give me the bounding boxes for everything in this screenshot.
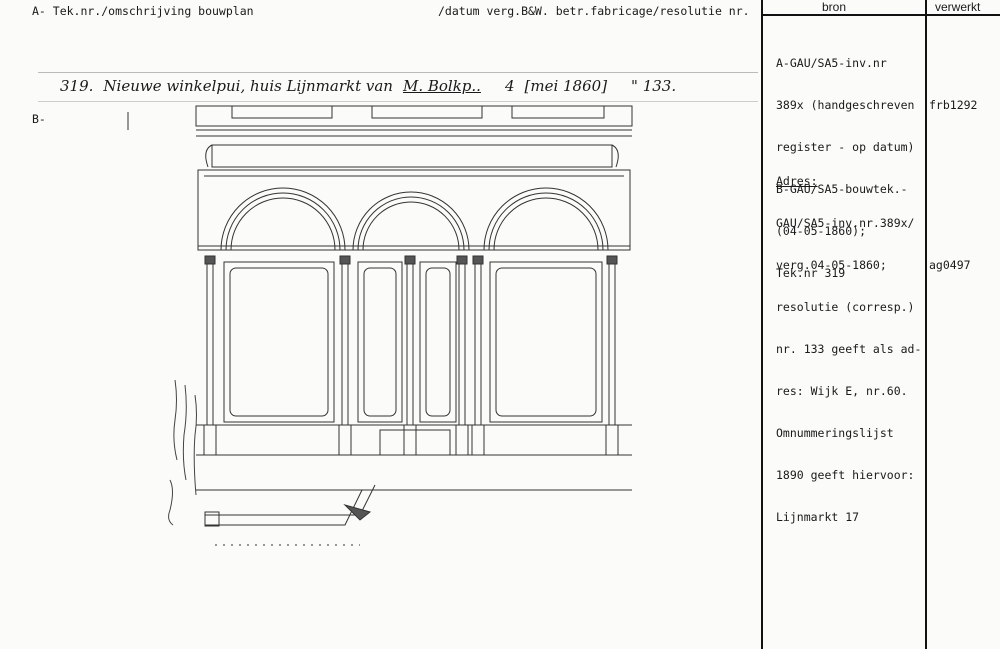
panel-inner (229, 267, 329, 417)
panel-inner (363, 267, 397, 417)
column-capital (606, 255, 618, 265)
handwritten-entry: 319. Nieuwe winkelpui, huis Lijnmarkt va… (60, 76, 676, 96)
column-capital (404, 255, 416, 265)
column-capital (204, 255, 216, 265)
arch (220, 187, 346, 251)
verwerkt-code-2: ag0497 (929, 258, 971, 272)
floor-plan (204, 484, 376, 546)
header-verwerkt: verwerkt (935, 0, 981, 14)
handwritten-entry-strip (38, 72, 758, 102)
bron-line: 389x (handgeschreven (776, 98, 915, 112)
verwerkt-code-1: frb1292 (929, 98, 978, 112)
header-left-label: A- Tek.nr./omschrijving bouwplan (32, 4, 254, 18)
adres-title: Adres: (776, 174, 818, 188)
base (196, 424, 632, 491)
column-base (203, 424, 217, 456)
header-rule (762, 14, 1000, 16)
panel (223, 261, 335, 423)
bron-line: GAU/SA5-inv.nr.389x/ (776, 216, 915, 230)
column-base (338, 424, 352, 456)
column-capital (472, 255, 484, 265)
arch (483, 187, 609, 251)
arch (225, 192, 341, 251)
column-capital (456, 255, 468, 265)
arches (220, 187, 609, 251)
arch (357, 196, 465, 251)
bron-line: 1890 geeft hiervoor: (776, 468, 915, 482)
column-divider (761, 0, 763, 649)
column-base (471, 424, 485, 456)
columns-and-panels (203, 255, 619, 456)
bron-line: verg.04-05-1860; (776, 258, 887, 272)
panel (419, 261, 457, 423)
panel-inner (425, 267, 451, 417)
cornice (195, 105, 633, 251)
entry-day: 4 (504, 77, 515, 95)
entry-description: Nieuwe winkelpui, huis Lijnmarkt van (103, 77, 393, 95)
bron-block-2: Adres: GAU/SA5-inv.nr.389x/ verg.04-05-1… (776, 146, 921, 552)
header-bron: bron (822, 0, 847, 14)
bron-block-1: A-GAU/SA5-inv.nr 389x (handgeschreven re… (776, 28, 914, 308)
entry-resolution: " 133. (631, 77, 677, 95)
bron-line: nr. 133 geeft als ad- (776, 342, 922, 356)
arch (352, 191, 470, 251)
arch (362, 201, 460, 251)
column-base (455, 424, 469, 456)
column-base (403, 424, 417, 456)
handwritten-margin-note (168, 379, 197, 526)
column-capital (339, 255, 351, 265)
section-b-label: B- (32, 112, 46, 126)
bron-line: Tek.nr 319 (776, 266, 846, 280)
bron-line: resolutie (corresp.) (776, 300, 915, 314)
panel (357, 261, 403, 423)
bron-line: register - op datum) (776, 140, 915, 154)
bron-line: B-GAU/SA5-bouwtek.- (776, 182, 908, 196)
bron-line: Omnummeringslijst (776, 426, 894, 440)
arch (488, 192, 604, 251)
column-divider (925, 0, 927, 649)
panel (489, 261, 603, 423)
entry-number: 319. (60, 77, 94, 95)
bron-line: (04-05-1860); (776, 224, 867, 238)
bron-line: res: Wijk E, nr.60. (776, 384, 908, 398)
arch (493, 197, 599, 251)
header-mid-label: /datum verg.B&W. betr.fabricage/resoluti… (438, 4, 750, 18)
entry-owner: M. Bolkp.. (402, 77, 481, 95)
panel-inner (495, 267, 597, 417)
entry-date: [mei 1860] (524, 77, 608, 95)
arch (230, 197, 336, 251)
column-base (605, 424, 619, 456)
bron-line: Lijnmarkt 17 (776, 510, 860, 524)
bron-line: A-GAU/SA5-inv.nr (776, 56, 887, 70)
